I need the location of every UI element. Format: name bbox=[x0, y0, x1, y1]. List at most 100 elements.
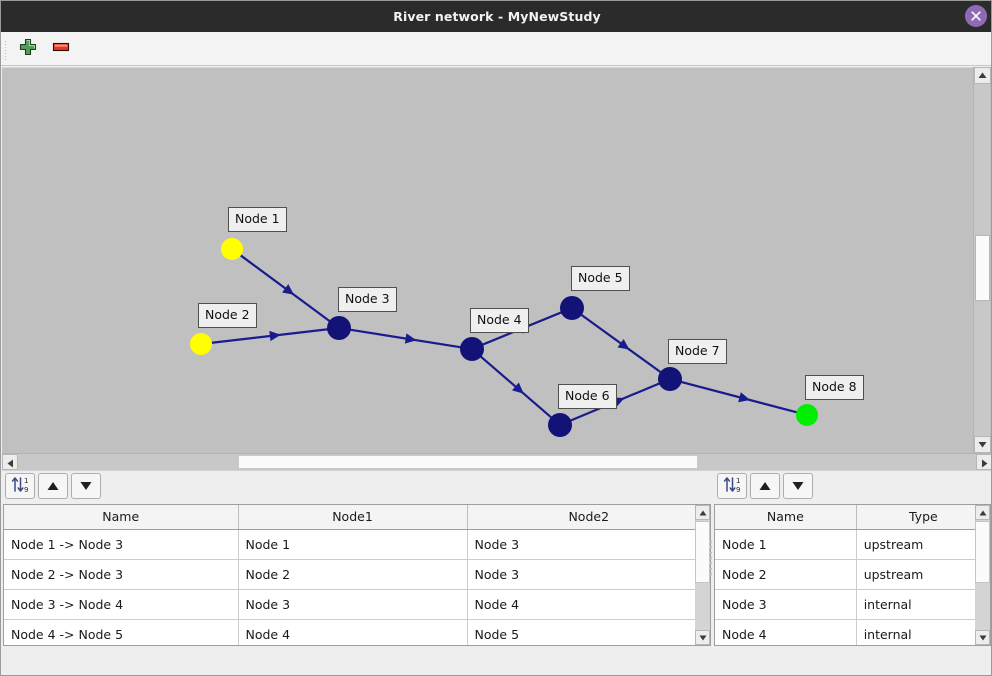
node-label-node-2[interactable]: Node 2 bbox=[198, 303, 257, 328]
add-plus-icon bbox=[19, 38, 37, 56]
canvas-horizontal-scroll-thumb[interactable] bbox=[238, 455, 698, 469]
toolbar-drag-handle[interactable] bbox=[4, 39, 9, 60]
node-label-node-8[interactable]: Node 8 bbox=[805, 375, 864, 400]
reaches-move-up-button[interactable] bbox=[38, 473, 68, 499]
table-cell[interactable]: Node 1 -> Node 3 bbox=[4, 529, 239, 560]
node-label-node-7[interactable]: Node 7 bbox=[668, 339, 727, 364]
graph-node-node-6[interactable] bbox=[548, 413, 572, 437]
svg-text:1: 1 bbox=[736, 477, 740, 485]
column-header-name[interactable]: Name bbox=[4, 505, 239, 530]
river-network-canvas[interactable]: Node 1 Node 2 Node 3 Node 4 Node 5 Node 6 Node… bbox=[2, 67, 991, 453]
svg-text:9: 9 bbox=[736, 486, 740, 494]
reaches-scroll-thumb[interactable] bbox=[695, 521, 710, 583]
add-node-button[interactable] bbox=[18, 37, 44, 61]
svg-text:9: 9 bbox=[24, 486, 28, 494]
canvas-horizontal-scrollbar[interactable] bbox=[2, 453, 991, 470]
window-titlebar: River network - MyNewStudy bbox=[1, 1, 991, 32]
scroll-left-icon bbox=[7, 459, 13, 468]
reaches-scroll-down-button[interactable] bbox=[695, 630, 710, 645]
graph-node-node-7[interactable] bbox=[658, 367, 682, 391]
scroll-down-button[interactable] bbox=[974, 436, 991, 453]
table-cell[interactable]: Node 2 bbox=[715, 559, 857, 590]
nodes-move-down-button[interactable] bbox=[783, 473, 813, 499]
table-cell[interactable]: Node 3 -> Node 4 bbox=[4, 589, 239, 620]
table-cell[interactable]: Node 4 bbox=[715, 619, 857, 645]
graph-edge-arrowhead bbox=[269, 330, 281, 342]
scroll-left-button[interactable] bbox=[2, 454, 18, 470]
node-label-node-5[interactable]: Node 5 bbox=[571, 266, 630, 291]
table-cell[interactable]: Node 1 bbox=[238, 529, 468, 560]
graph-edge[interactable] bbox=[239, 254, 331, 323]
scroll-up-button[interactable] bbox=[974, 67, 991, 84]
graph-node-node-8[interactable] bbox=[796, 404, 818, 426]
table-cell[interactable]: internal bbox=[856, 619, 990, 645]
nodes-scroll-down-button[interactable] bbox=[975, 630, 990, 645]
table-cell[interactable]: Node 5 bbox=[467, 619, 710, 645]
canvas-vertical-scroll-thumb[interactable] bbox=[975, 235, 990, 301]
node-label-node-1[interactable]: Node 1 bbox=[228, 207, 287, 232]
table-cell[interactable]: Node 4 bbox=[238, 619, 468, 645]
node-label-node-4[interactable]: Node 4 bbox=[470, 308, 529, 333]
column-header-type[interactable]: Type bbox=[856, 505, 990, 530]
table-cell[interactable]: Node 3 bbox=[715, 589, 857, 620]
reaches-move-down-button[interactable] bbox=[71, 473, 101, 499]
nodes-table-scrollbar[interactable] bbox=[975, 504, 991, 646]
table-cell[interactable]: Node 3 bbox=[467, 529, 710, 560]
table-cell[interactable]: internal bbox=[856, 589, 990, 620]
vertical-splitter-grip[interactable] bbox=[710, 541, 713, 575]
graph-node-node-2[interactable] bbox=[190, 333, 212, 355]
reaches-table-scrollbar[interactable] bbox=[695, 504, 711, 646]
graph-edge[interactable] bbox=[210, 328, 329, 344]
table-cell[interactable]: Node 4 bbox=[467, 589, 710, 620]
close-icon bbox=[971, 11, 981, 21]
graph-node-node-5[interactable] bbox=[560, 296, 584, 320]
table-cell[interactable]: upstream bbox=[856, 559, 990, 590]
node-label-node-3[interactable]: Node 3 bbox=[338, 287, 397, 312]
table-cell[interactable]: Node 3 bbox=[238, 589, 468, 620]
scroll-down-icon bbox=[699, 635, 706, 641]
nodes-scroll-up-button[interactable] bbox=[975, 505, 990, 520]
graph-drawing-area[interactable]: Node 1 Node 2 Node 3 Node 4 Node 5 Node 6 Node… bbox=[2, 68, 974, 453]
nodes-sort-button[interactable]: 1 9 bbox=[717, 473, 747, 499]
nodes-move-up-button[interactable] bbox=[750, 473, 780, 499]
nodes-scroll-thumb[interactable] bbox=[975, 521, 990, 583]
table-cell[interactable]: Node 2 -> Node 3 bbox=[4, 559, 239, 590]
close-button[interactable] bbox=[965, 5, 987, 27]
graph-edge-arrowhead bbox=[282, 284, 295, 295]
table-cell[interactable]: Node 3 bbox=[467, 559, 710, 590]
graph-edge[interactable] bbox=[680, 380, 798, 414]
arrow-up-icon bbox=[759, 482, 771, 490]
table-cell[interactable]: Node 2 bbox=[238, 559, 468, 590]
reaches-sort-button[interactable]: 1 9 bbox=[5, 473, 35, 499]
delete-icon bbox=[52, 42, 70, 52]
graph-node-node-4[interactable] bbox=[460, 337, 484, 361]
reaches-scroll-up-button[interactable] bbox=[695, 505, 710, 520]
column-header-node1[interactable]: Node1 bbox=[238, 505, 468, 530]
delete-node-button[interactable] bbox=[51, 37, 77, 61]
main-toolbar bbox=[1, 32, 991, 66]
column-header-name[interactable]: Name bbox=[715, 505, 857, 530]
table-cell[interactable]: upstream bbox=[856, 529, 990, 560]
column-header-node2[interactable]: Node2 bbox=[467, 505, 710, 530]
canvas-vertical-scrollbar[interactable] bbox=[973, 67, 991, 453]
node-label-node-6[interactable]: Node 6 bbox=[558, 384, 617, 409]
graph-node-node-3[interactable] bbox=[327, 316, 351, 340]
graph-edge[interactable] bbox=[349, 328, 462, 349]
scroll-right-button[interactable] bbox=[976, 454, 991, 470]
table-cell[interactable]: Node 1 bbox=[715, 529, 857, 560]
graph-node-node-1[interactable] bbox=[221, 238, 243, 260]
table-cell[interactable]: Node 4 -> Node 5 bbox=[4, 619, 239, 645]
